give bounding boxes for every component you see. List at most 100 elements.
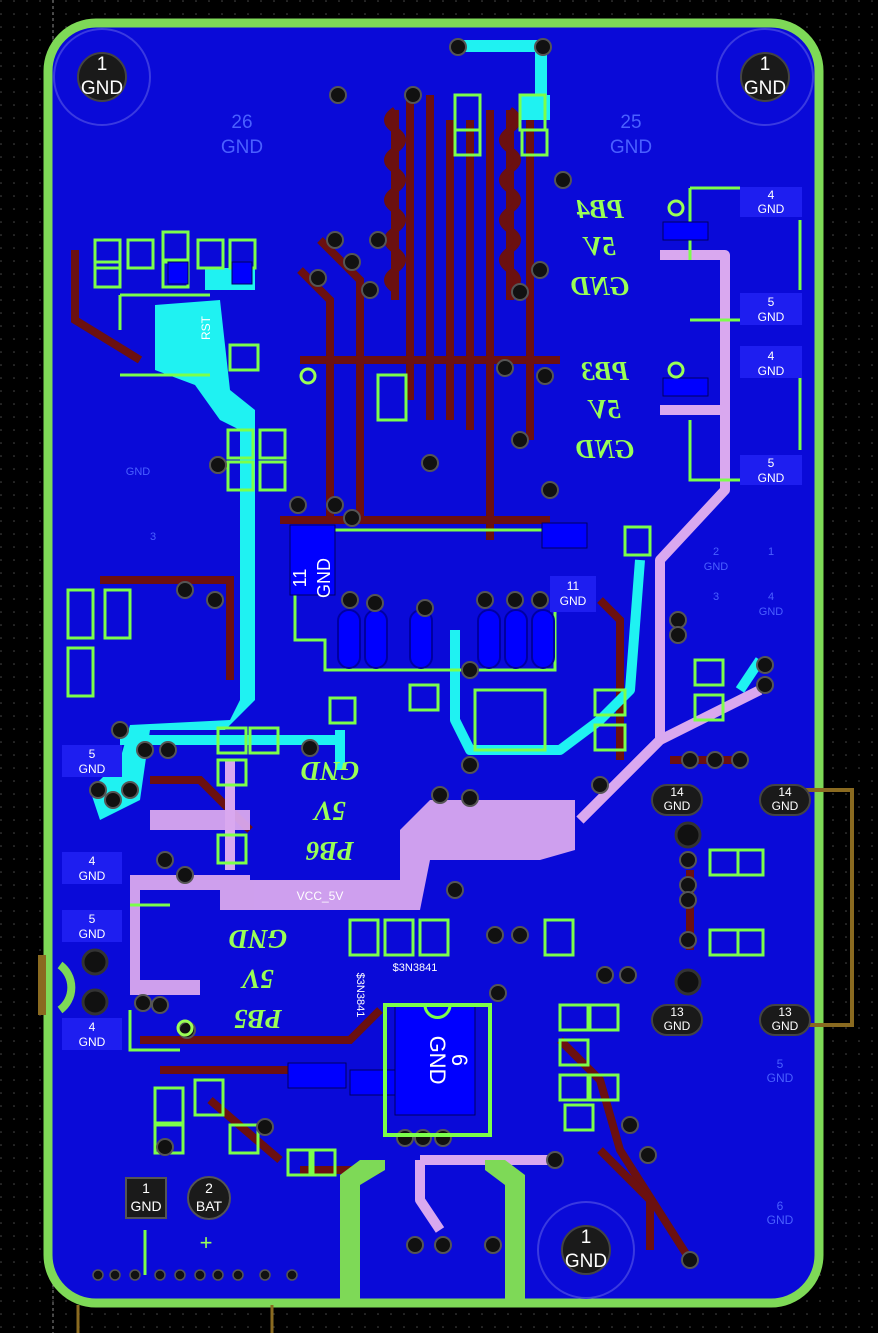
svg-text:4: 4 bbox=[89, 854, 96, 868]
svg-text:14: 14 bbox=[670, 785, 684, 799]
ic-label: GND 6 bbox=[425, 1036, 472, 1085]
svg-text:GND: GND bbox=[79, 1035, 106, 1049]
silk-connector-low: GND 5V PB5 bbox=[229, 924, 288, 1034]
silk-connector-top-1: PB4 5V GND bbox=[571, 194, 630, 301]
svg-text:GND: GND bbox=[301, 756, 360, 786]
svg-text:11: 11 bbox=[290, 569, 310, 588]
smd-pads-blue bbox=[167, 221, 709, 1116]
rst-label: RST bbox=[199, 315, 213, 340]
svg-text:GND: GND bbox=[767, 1213, 794, 1227]
svg-text:GND: GND bbox=[772, 799, 799, 813]
plus-marker: + bbox=[200, 1230, 213, 1255]
svg-text:4: 4 bbox=[768, 591, 774, 603]
svg-text:GND: GND bbox=[314, 558, 334, 598]
svg-text:GND: GND bbox=[704, 561, 729, 573]
pad-label-tag: 5 GND bbox=[740, 293, 802, 325]
svg-text:13: 13 bbox=[670, 1005, 684, 1019]
pad-label-tag: 11 GND bbox=[550, 576, 596, 612]
svg-text:PB4: PB4 bbox=[576, 194, 625, 224]
svg-text:GND: GND bbox=[560, 594, 587, 608]
usb-connector-left-leg bbox=[340, 1160, 385, 1300]
oval-pad-14-right: 14 GND bbox=[759, 784, 811, 816]
svg-text:14: 14 bbox=[778, 785, 792, 799]
svg-text:PB3: PB3 bbox=[581, 356, 630, 386]
svg-text:5: 5 bbox=[89, 747, 96, 761]
oval-pad-13-left: 13 GND bbox=[651, 1004, 703, 1036]
through-holes-large bbox=[81, 821, 702, 1016]
svg-text:GND: GND bbox=[229, 924, 288, 954]
svg-text:4: 4 bbox=[89, 1020, 96, 1034]
pad-label-25: 25 GND bbox=[610, 112, 652, 158]
part-label-1: $3N3841 bbox=[393, 962, 438, 974]
mounting-hole-top-left: 1 GND bbox=[53, 28, 151, 126]
connector-pin1-markers bbox=[176, 199, 685, 1037]
mounting-hole-num: 1 bbox=[97, 54, 108, 75]
svg-text:5: 5 bbox=[89, 912, 96, 926]
svg-text:GND: GND bbox=[79, 927, 106, 941]
side-connector-outline bbox=[790, 788, 854, 1027]
pad-label-5-faint: 5 GND bbox=[767, 1057, 794, 1085]
serpentine-trace-left bbox=[384, 107, 406, 293]
svg-text:GND: GND bbox=[758, 202, 785, 216]
oval-pad-14-left: 14 GND bbox=[651, 784, 703, 816]
svg-text:GND: GND bbox=[221, 137, 263, 158]
svg-text:5: 5 bbox=[777, 1057, 784, 1071]
pad-label-tag: 4 GND bbox=[740, 187, 802, 217]
svg-text:GND: GND bbox=[576, 434, 635, 464]
battery-pad-bat: 2 BAT bbox=[187, 1176, 231, 1220]
svg-text:3: 3 bbox=[713, 591, 719, 603]
pad-label-tag: 4 GND bbox=[62, 852, 122, 884]
mounting-hole-net: GND bbox=[565, 1251, 607, 1272]
pad-label-tag: 5 GND bbox=[62, 910, 122, 942]
svg-text:GND: GND bbox=[767, 1071, 794, 1085]
svg-text:25: 25 bbox=[620, 112, 641, 133]
svg-text:GND: GND bbox=[664, 1019, 691, 1033]
svg-text:13: 13 bbox=[778, 1005, 792, 1019]
silk-connector-mid: GND 5V PB6 bbox=[301, 756, 360, 866]
mounting-hole-bottom: 1 GND bbox=[537, 1201, 635, 1299]
svg-text:1: 1 bbox=[142, 1180, 150, 1196]
vias bbox=[89, 38, 774, 1269]
svg-text:GND: GND bbox=[758, 471, 785, 485]
svg-text:26: 26 bbox=[231, 112, 252, 133]
through-hole-pads-row bbox=[337, 609, 555, 669]
svg-text:5V: 5V bbox=[582, 231, 616, 261]
svg-text:6: 6 bbox=[777, 1199, 784, 1213]
svg-text:4: 4 bbox=[768, 349, 775, 363]
svg-text:GND: GND bbox=[664, 799, 691, 813]
svg-text:PB5: PB5 bbox=[234, 1004, 283, 1034]
mounting-hole-num: 1 bbox=[581, 1227, 592, 1248]
mounting-hole-net: GND bbox=[744, 78, 786, 99]
svg-text:BAT: BAT bbox=[196, 1198, 223, 1214]
side-tab-arc bbox=[57, 961, 76, 1014]
svg-text:2: 2 bbox=[713, 546, 719, 558]
svg-text:5V: 5V bbox=[240, 964, 274, 994]
svg-text:GND: GND bbox=[758, 364, 785, 378]
svg-text:6: 6 bbox=[447, 1054, 472, 1066]
svg-text:GND: GND bbox=[126, 466, 151, 478]
ic-notch bbox=[423, 1004, 452, 1019]
svg-text:4: 4 bbox=[768, 188, 775, 202]
side-tab-left bbox=[38, 955, 46, 1015]
svg-text:5V: 5V bbox=[587, 394, 621, 424]
pad-label-6-faint: 6 GND bbox=[767, 1199, 794, 1227]
svg-text:2: 2 bbox=[205, 1180, 213, 1196]
battery-pad-gnd: 1 GND bbox=[125, 1177, 167, 1219]
svg-text:GND: GND bbox=[610, 137, 652, 158]
svg-text:3: 3 bbox=[150, 531, 156, 543]
pad-label-tag: 5 GND bbox=[740, 455, 802, 485]
bottom-via-row bbox=[92, 1269, 298, 1281]
svg-text:PB6: PB6 bbox=[306, 836, 356, 866]
pad-label-26: 26 GND bbox=[221, 112, 263, 158]
svg-text:11: 11 bbox=[567, 579, 580, 593]
faint-pad-labels: 2 GND 1 3 4 GND GND 3 bbox=[126, 466, 784, 618]
svg-text:1: 1 bbox=[768, 546, 774, 558]
svg-text:5: 5 bbox=[768, 456, 775, 470]
pad-label-tag: 4 GND bbox=[62, 1018, 122, 1050]
mounting-hole-net: GND bbox=[81, 78, 123, 99]
svg-text:GND: GND bbox=[130, 1198, 161, 1214]
svg-text:GND: GND bbox=[425, 1036, 450, 1085]
svg-text:GND: GND bbox=[79, 869, 106, 883]
smd-pad-outlines bbox=[66, 93, 765, 1177]
